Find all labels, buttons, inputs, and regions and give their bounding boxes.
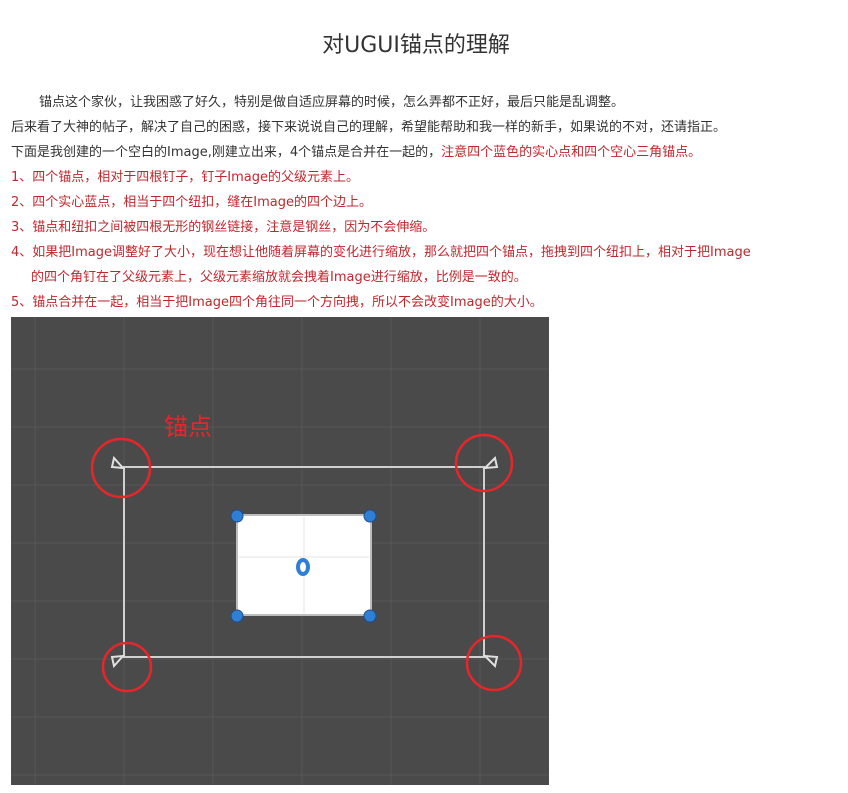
parent-rect-frame (123, 466, 485, 658)
blue-handle-bottom-left[interactable] (230, 609, 244, 623)
blue-handle-top-left[interactable] (230, 509, 244, 523)
blue-handle-top-right[interactable] (363, 509, 377, 523)
intro-text: 锚点这个家伙，让我困惑了好久，特别是做自适应屏幕的时候，怎么弄都不正好，最后只能… (39, 95, 625, 110)
anchor-diagram (11, 317, 549, 785)
highlight-circle-top-right (454, 433, 514, 493)
list-item: 4、如果把Image调整好了大小，现在想让他随着屏幕的变化进行缩放，那么就把四个… (11, 245, 751, 260)
highlight-circle-top-left (90, 437, 152, 499)
anchor-label: 锚点 (164, 413, 212, 441)
paragraph-description: 下面是我创建的一个空白的Image,刚建立出来，4个锚点是合并在一起的，注意四个… (11, 143, 701, 163)
list-item: 3、锚点和纽扣之间被四根无形的钢丝链接，注意是钢丝，因为不会伸缩。 (11, 220, 436, 235)
anchor-triangle-bottom-right-icon[interactable] (482, 654, 499, 668)
description-highlight: 注意四个蓝色的实心点和四个空心三角锚点。 (441, 145, 702, 160)
page-title: 对UGUI锚点的理解 (322, 33, 510, 58)
anchor-triangle-top-left-icon[interactable] (110, 455, 126, 470)
paragraph-thanks: 后来看了大神的帖子，解决了自己的困惑，接下来说说自己的理解，希望能帮助和我一样的… (11, 120, 727, 135)
anchor-triangle-top-right-icon[interactable] (482, 456, 499, 470)
list-item-continuation: 的四个角钉在了父级元素上，父级元素缩放就会拽着Image进行缩放，比例是一致的。 (31, 270, 527, 285)
highlight-circle-bottom-right (465, 634, 523, 692)
description-text: 下面是我创建的一个空白的Image,刚建立出来，4个锚点是合并在一起的， (11, 145, 442, 160)
anchor-diagram-screenshot: 锚点 (11, 317, 549, 785)
paragraph-intro: 锚点这个家伙，让我困惑了好久，特别是做自适应屏幕的时候，怎么弄都不正好，最后只能… (11, 93, 624, 113)
blue-handle-bottom-right[interactable] (363, 609, 377, 623)
pivot-icon[interactable] (296, 558, 310, 576)
anchor-triangle-bottom-left-icon[interactable] (110, 654, 126, 669)
list-item: 5、锚点合并在一起，相当于把Image四个角往同一个方向拽，所以不会改变Imag… (11, 295, 543, 310)
highlight-circle-bottom-left (101, 641, 153, 693)
list-item: 2、四个实心蓝点，相当于四个纽扣，缝在Image的四个边上。 (11, 195, 372, 210)
list-item: 1、四个锚点，相对于四根钉子，钉子Image的父级元素上。 (11, 170, 359, 185)
